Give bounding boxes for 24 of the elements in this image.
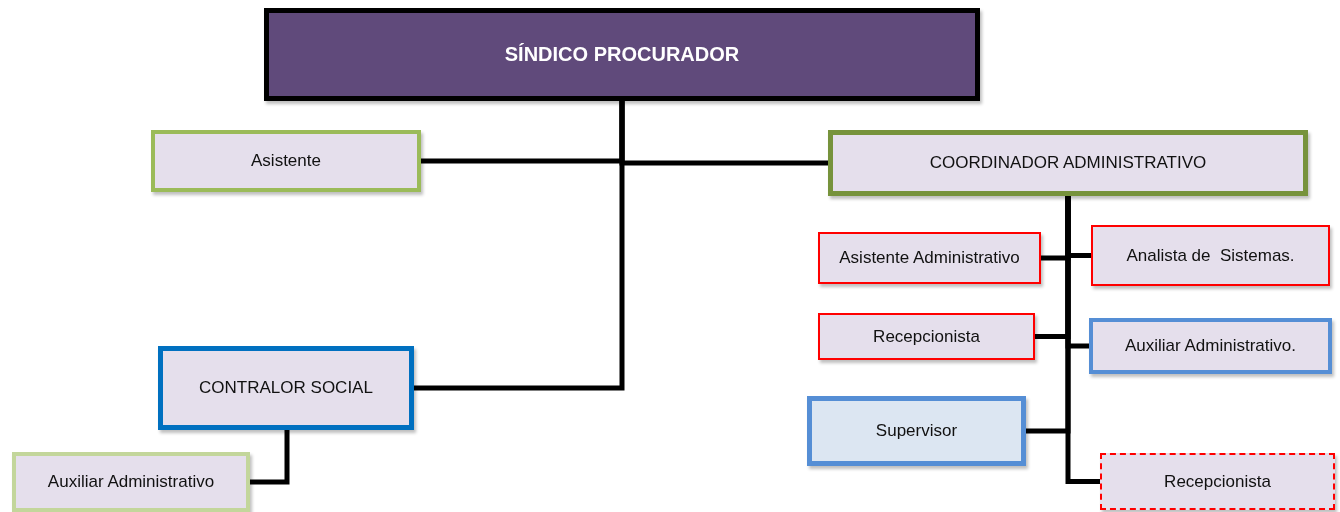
position-box — [1091, 225, 1330, 286]
position-box — [12, 452, 250, 512]
position-box — [818, 232, 1041, 284]
position-box — [151, 130, 421, 192]
position-box — [1089, 318, 1332, 374]
position-title: Auxiliar Administrativo — [47, 472, 215, 492]
connector-line — [414, 101, 625, 391]
position-title: Asistente — [251, 151, 321, 171]
position-title: Supervisor — [875, 421, 958, 441]
position-title: CONTRALOR SOCIAL — [199, 378, 373, 398]
position-title: Recepcionista — [1164, 471, 1271, 492]
position-title: COORDINADOR ADMINISTRATIVO — [929, 153, 1207, 173]
position-box — [158, 346, 414, 430]
connector-line — [250, 430, 290, 485]
position-title: Recepcionista — [873, 326, 980, 347]
position-title: Auxiliar Administrativo. — [1125, 336, 1296, 356]
position-box — [807, 396, 1026, 466]
position-box — [1100, 453, 1335, 510]
position-title: Asistente Administrativo — [839, 248, 1020, 268]
position-title: SÍNDICO PROCURADOR — [504, 43, 740, 66]
position-title: Analista de Sistemas. — [1126, 245, 1295, 266]
title-box — [264, 8, 980, 101]
position-box — [818, 313, 1035, 360]
position-box — [828, 130, 1308, 196]
